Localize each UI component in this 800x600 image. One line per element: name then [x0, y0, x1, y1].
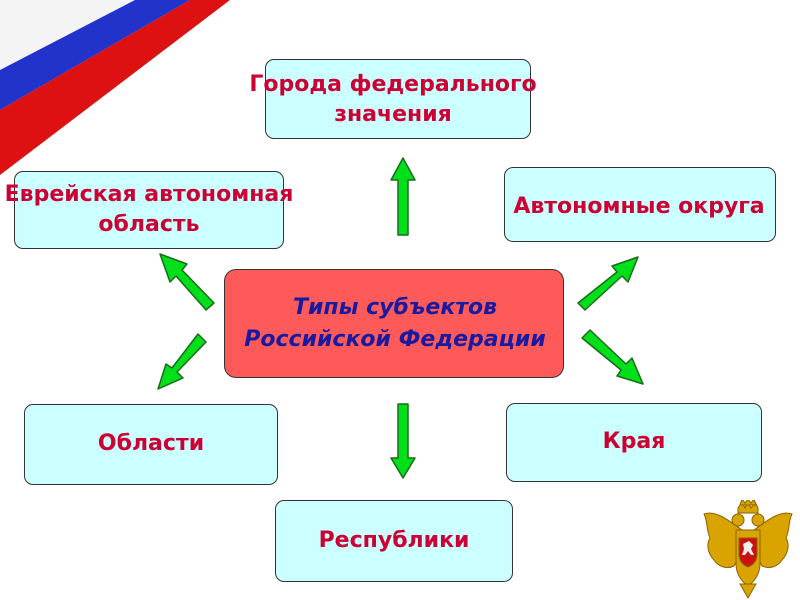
node-krais-label: Края — [602, 429, 666, 454]
center-node-line2: Российской Федерации — [244, 327, 546, 352]
node-federal-cities-box — [265, 59, 531, 139]
down-arrow-icon — [390, 403, 416, 479]
node-autonomous-okrugs-box — [504, 167, 776, 242]
diagonal-arrow-icon — [577, 256, 639, 311]
node-autonomous-oblast-line1: Еврейская автономная — [4, 182, 294, 207]
node-federal-cities-line2: значения — [334, 102, 452, 127]
node-autonomous-oblast-box — [14, 171, 284, 249]
up-arrow-icon — [390, 157, 416, 236]
node-autonomous-oblast-line2: область — [98, 212, 200, 237]
node-federal-cities-label: Города федерального значения — [200, 70, 586, 130]
node-oblasts-box — [24, 404, 278, 485]
center-node-box — [224, 269, 564, 378]
node-oblasts-label: Области — [97, 431, 205, 456]
node-autonomous-okrugs-label: Автономные округа — [513, 194, 765, 219]
coat-of-arms-emblem — [703, 500, 793, 600]
node-krais-box — [506, 403, 762, 482]
node-republics-box — [275, 500, 513, 582]
node-republics-label: Республики — [318, 528, 470, 553]
node-federal-cities-line1: Города федерального — [249, 72, 537, 97]
diagonal-arrow-icon — [157, 333, 207, 390]
diagonal-arrow-icon — [581, 329, 644, 385]
diagonal-arrow-icon — [159, 253, 215, 311]
center-node-label: Типы субъектов Российской Федерации — [190, 292, 600, 356]
node-autonomous-oblast-label: Еврейская автономная область — [0, 180, 319, 240]
center-node-line1: Типы субъектов — [292, 295, 498, 320]
